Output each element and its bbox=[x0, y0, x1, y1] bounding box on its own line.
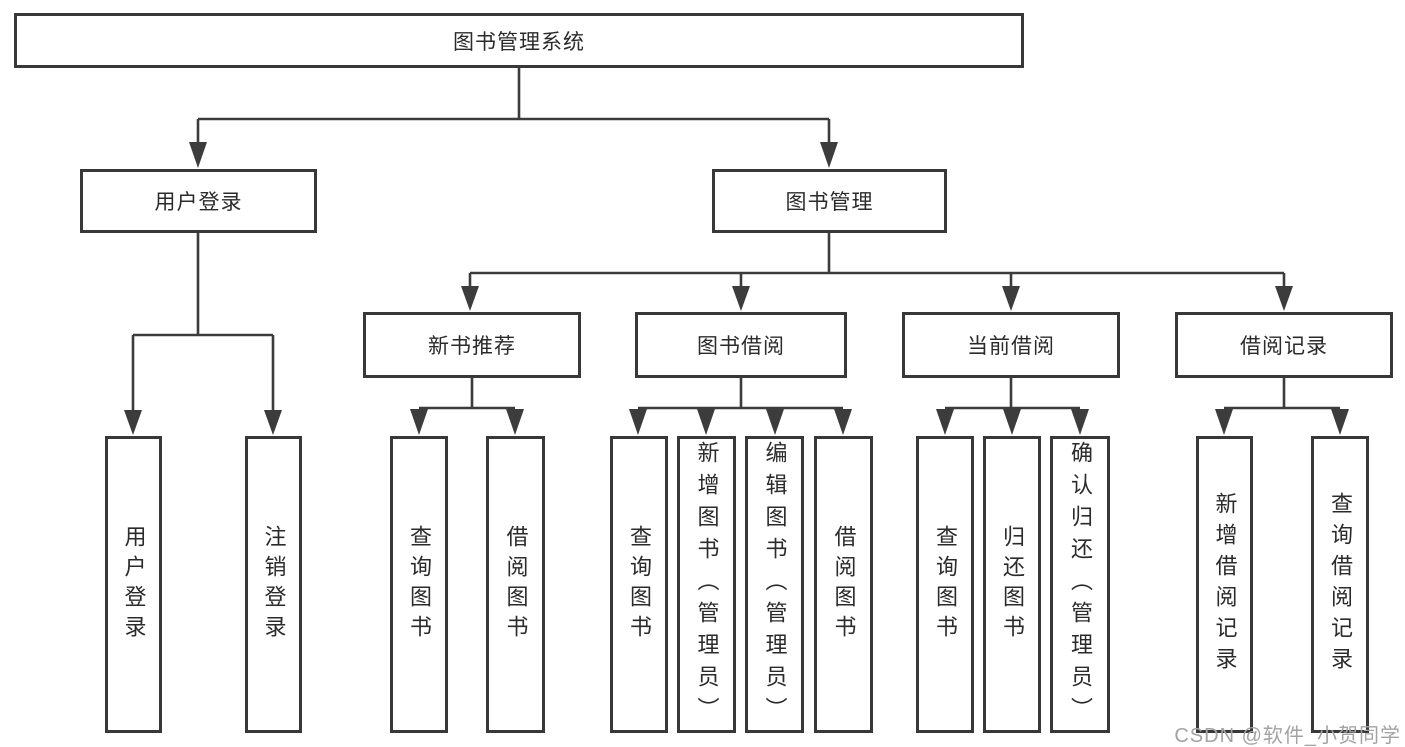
node-label: 借阅记录 bbox=[1240, 335, 1328, 358]
connector-borrow-records-children bbox=[1215, 377, 1349, 435]
node-borrow-records: 借阅记录 bbox=[1175, 312, 1393, 378]
node-label: 归还图书 bbox=[1000, 524, 1025, 645]
node-label: 图书管理系统 bbox=[453, 30, 585, 54]
node-label: 用户登录 bbox=[154, 191, 243, 214]
node-current-borrow: 当前借阅 bbox=[902, 312, 1120, 378]
node-book-borrow: 图书借阅 bbox=[635, 312, 847, 378]
connector-root-to-level2 bbox=[189, 68, 838, 168]
node-label: 编辑图书（管理员） bbox=[762, 440, 788, 729]
connector-current-borrow-children bbox=[936, 377, 1089, 435]
leaf-query-books-borrow: 查询图书 bbox=[610, 436, 668, 733]
leaf-add-borrow-record: 新增借阅记录 bbox=[1196, 436, 1253, 733]
node-label: 注销登录 bbox=[261, 524, 287, 645]
connector-book-borrow-children bbox=[629, 377, 852, 435]
connector-new-book-children bbox=[410, 377, 524, 435]
leaf-query-books-current: 查询图书 bbox=[916, 436, 974, 733]
leaf-borrow-books-recommend: 借阅图书 bbox=[486, 436, 545, 733]
node-user-login: 用户登录 bbox=[80, 169, 317, 233]
leaf-logout: 注销登录 bbox=[245, 436, 302, 733]
connector-user-login-children bbox=[124, 232, 282, 435]
node-label: 当前借阅 bbox=[967, 335, 1055, 358]
node-label: 用户登录 bbox=[121, 524, 147, 645]
leaf-confirm-return-admin: 确认归还（管理员） bbox=[1050, 436, 1110, 733]
node-label: 新增图书（管理员） bbox=[694, 440, 720, 729]
node-label: 图书管理 bbox=[785, 191, 874, 214]
node-label: 查询借阅记录 bbox=[1328, 491, 1353, 678]
node-label: 确认归还（管理员） bbox=[1068, 440, 1093, 729]
leaf-edit-books-admin: 编辑图书（管理员） bbox=[745, 436, 804, 733]
node-label: 查询图书 bbox=[407, 524, 432, 645]
node-label: 借阅图书 bbox=[503, 524, 529, 645]
leaf-add-books-admin: 新增图书（管理员） bbox=[677, 436, 736, 733]
leaf-borrow-books: 借阅图书 bbox=[814, 436, 873, 733]
leaf-query-borrow-record: 查询借阅记录 bbox=[1311, 436, 1369, 733]
connector-book-management-children bbox=[461, 232, 1293, 311]
node-new-book-recommend: 新书推荐 bbox=[363, 312, 581, 378]
leaf-query-books-recommend: 查询图书 bbox=[390, 436, 448, 733]
node-label: 新书推荐 bbox=[428, 335, 516, 358]
node-label: 查询图书 bbox=[627, 524, 652, 645]
node-library-management-system: 图书管理系统 bbox=[14, 13, 1024, 68]
node-label: 图书借阅 bbox=[697, 335, 785, 358]
csdn-watermark: CSDN @软件_小贺同学 bbox=[1174, 725, 1401, 747]
node-book-management: 图书管理 bbox=[712, 169, 947, 233]
node-label: 查询图书 bbox=[933, 524, 958, 645]
leaf-user-login: 用户登录 bbox=[105, 436, 162, 733]
node-label: 新增借阅记录 bbox=[1212, 491, 1238, 678]
leaf-return-books: 归还图书 bbox=[983, 436, 1041, 733]
node-label: 借阅图书 bbox=[831, 524, 857, 645]
